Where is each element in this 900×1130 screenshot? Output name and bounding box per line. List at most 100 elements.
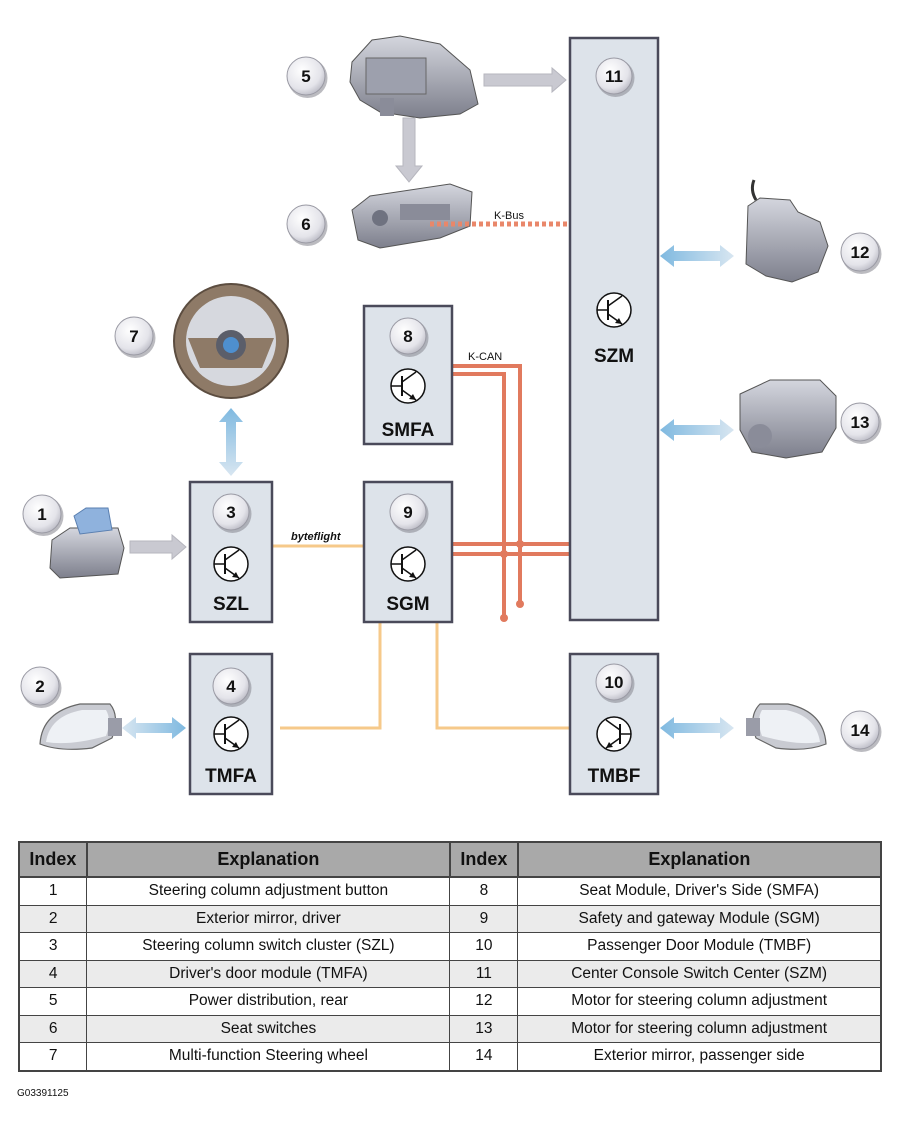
legend-header-index-left: Index: [18, 841, 88, 878]
transistor-icon: [213, 546, 249, 582]
component-badge-6: 6: [286, 204, 328, 246]
legend-index-right: 12: [449, 987, 519, 1016]
legend-index-right: 14: [449, 1042, 519, 1071]
module-badge-11-number: 11: [605, 67, 623, 86]
steering-wheel-image: [173, 283, 289, 399]
legend-explanation-left: Multi-function Steering wheel: [86, 1042, 451, 1071]
legend-header-row: Index Explanation Index Explanation: [18, 841, 883, 878]
component-badge-7-number: 7: [129, 327, 138, 346]
transistor-icon: [596, 716, 632, 752]
transistor-icon: [390, 546, 426, 582]
component-badge-12: 12: [840, 232, 882, 274]
module-badge-8: 8: [389, 317, 429, 357]
k-can-label: K-CAN: [468, 351, 502, 363]
legend-index-right: 13: [449, 1014, 519, 1043]
transistor-icon: [596, 292, 632, 328]
figure-id: G03391125: [17, 1088, 69, 1099]
module-label: TMFA: [205, 766, 257, 787]
component-badge-13: 13: [840, 402, 882, 444]
legend-header-explanation-left: Explanation: [85, 841, 451, 878]
transistor-icon: [213, 716, 249, 752]
power-distribution-image: [349, 35, 479, 119]
module-label: TMBF: [588, 766, 641, 787]
legend-index-right: 10: [449, 932, 519, 961]
legend-explanation-right: Center Console Switch Center (SZM): [517, 959, 882, 988]
component-badge-7: 7: [114, 316, 156, 358]
byteflight-label: byteflight: [291, 531, 342, 543]
legend-index-left: 7: [18, 1042, 88, 1071]
component-badge-13-number: 13: [851, 413, 870, 432]
module-box: [568, 36, 660, 622]
legend-header-index-right: Index: [448, 841, 519, 878]
component-badge-1: 1: [22, 494, 64, 536]
module-label: SZM: [594, 346, 634, 367]
module-badge-4-number: 4: [226, 677, 236, 696]
component-badge-2-number: 2: [35, 677, 44, 696]
component-badge-14-number: 14: [851, 721, 870, 740]
module-badge-3: 3: [212, 493, 252, 533]
connector-arrows: [122, 66, 734, 739]
component-badge-5: 5: [286, 56, 328, 98]
passenger-mirror-image: [746, 703, 827, 750]
legend-index-right: 9: [449, 904, 519, 933]
module-badge-10-number: 10: [605, 673, 624, 692]
legend-index-left: 2: [18, 904, 88, 933]
legend-index-left: 5: [18, 987, 88, 1016]
legend-index-right: 11: [449, 959, 519, 988]
motor-12-image: [745, 179, 829, 283]
legend-explanation-left: Seat switches: [86, 1014, 451, 1043]
k-can-lines: [452, 364, 570, 622]
steering-column-button-image: [49, 507, 125, 579]
module-badge-10: 10: [595, 663, 635, 703]
module-badge-8-number: 8: [403, 327, 412, 346]
seat-switches-image: [351, 183, 473, 249]
legend-explanation-right: Safety and gateway Module (SGM): [517, 904, 882, 933]
module-badge-4: 4: [212, 667, 252, 707]
legend-explanation-right: Seat Module, Driver's Side (SMFA): [517, 876, 882, 906]
legend-explanation-left: Power distribution, rear: [86, 987, 451, 1016]
module-box: [362, 304, 454, 446]
network-diagram: K-Bus K-CAN byteflight 3SZL4TMFA8SMFA9SG…: [20, 35, 882, 796]
module-badge-3-number: 3: [226, 503, 235, 522]
legend-index-left: 4: [18, 959, 88, 988]
component-badge-12-number: 12: [851, 243, 870, 262]
legend-explanation-left: Driver's door module (TMFA): [86, 959, 451, 988]
driver-mirror-image: [39, 703, 122, 750]
component-badge-6-number: 6: [301, 215, 310, 234]
legend-index-left: 3: [18, 932, 88, 961]
legend-header-explanation-right: Explanation: [516, 841, 883, 878]
module-badge-11: 11: [595, 57, 635, 97]
legend-index-left: 1: [18, 876, 88, 906]
component-badge-2: 2: [20, 666, 62, 708]
module-label: SGM: [386, 594, 429, 615]
legend-explanation-left: Steering column adjustment button: [86, 876, 451, 906]
legend-explanation-right: Motor for steering column adjustment: [517, 1014, 882, 1043]
component-badge-5-number: 5: [301, 67, 310, 86]
legend-explanation-right: Motor for steering column adjustment: [517, 987, 882, 1016]
transistor-icon: [390, 368, 426, 404]
legend-explanation-left: Steering column switch cluster (SZL): [86, 932, 451, 961]
motor-13-image: [739, 379, 837, 459]
k-bus-label: K-Bus: [494, 210, 524, 222]
component-badge-1-number: 1: [37, 505, 46, 524]
module-label: SMFA: [382, 420, 435, 441]
byteflight-lines: [272, 544, 570, 730]
legend-explanation-right: Passenger Door Module (TMBF): [517, 932, 882, 961]
component-badge-14: 14: [840, 710, 882, 752]
module-label: SZL: [213, 594, 249, 615]
legend-explanation-left: Exterior mirror, driver: [86, 904, 451, 933]
